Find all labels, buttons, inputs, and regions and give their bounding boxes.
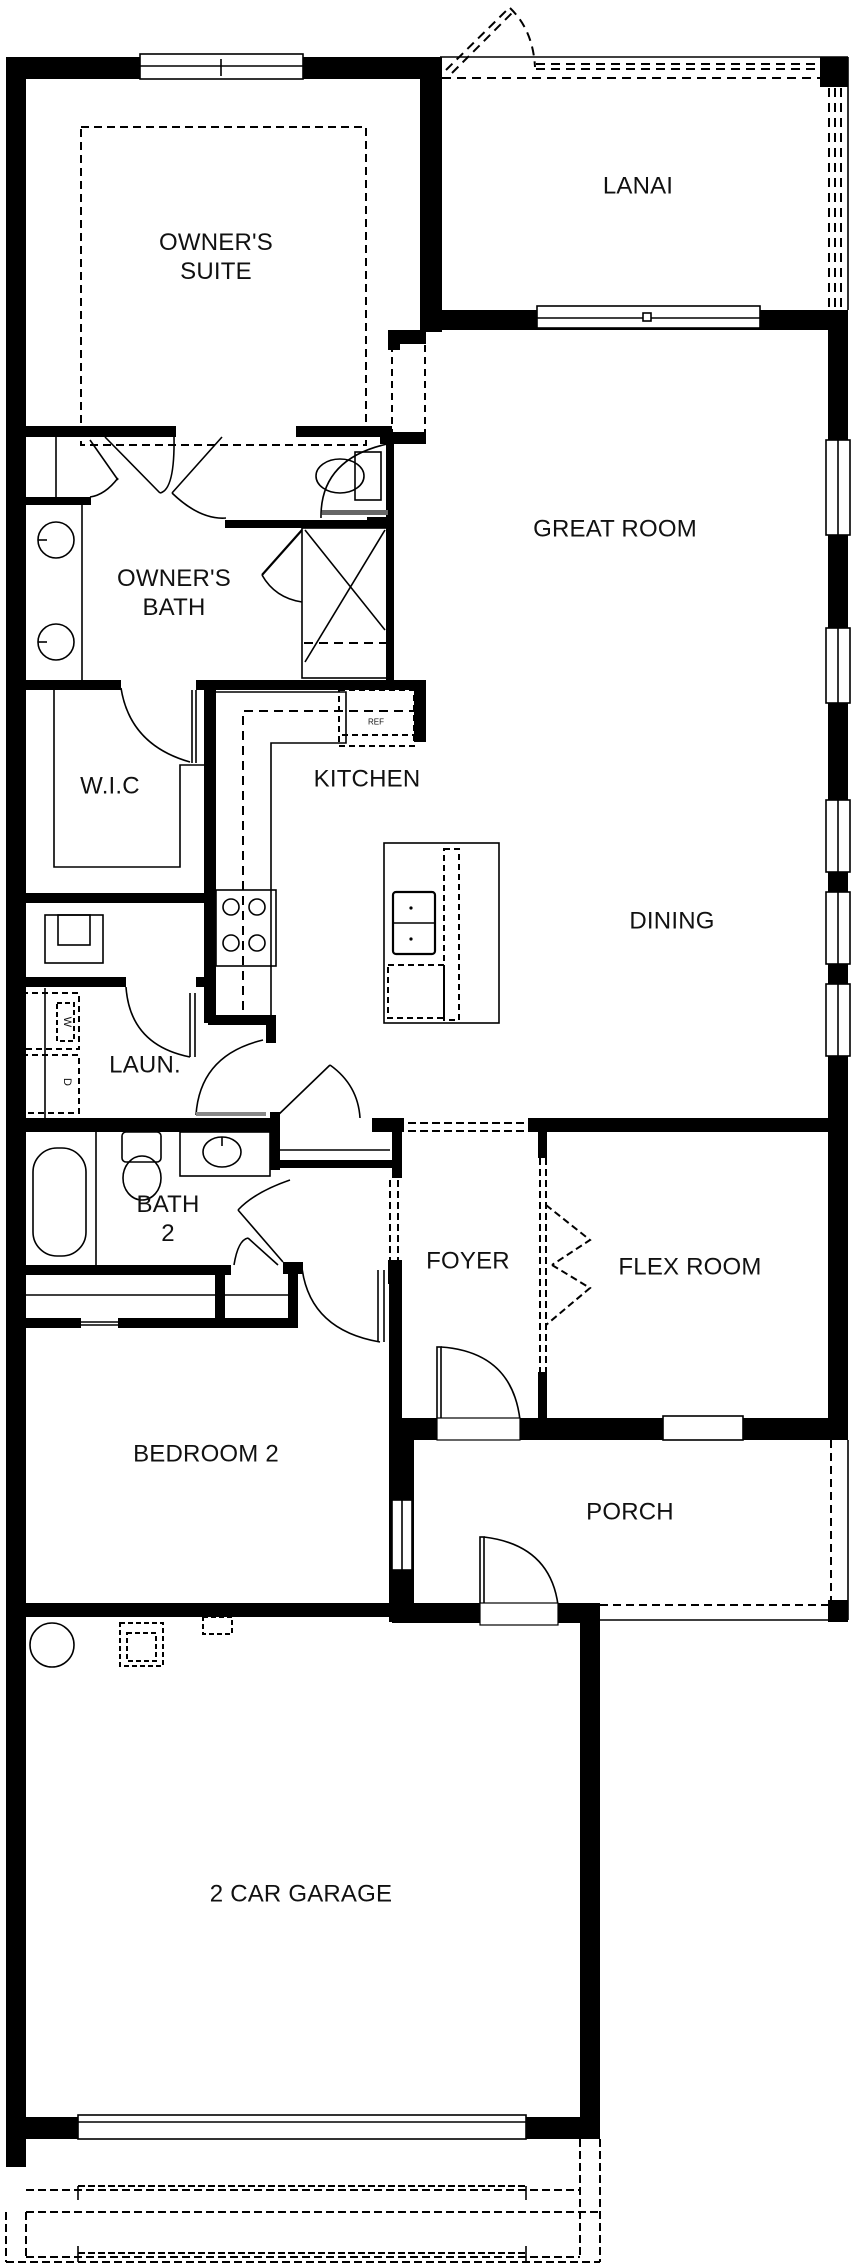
owners-bath-label-line1: OWNER'S — [117, 565, 231, 593]
room-label-great-room: GREAT ROOM — [533, 515, 697, 543]
room-label-laundry: LAUN. — [109, 1051, 181, 1079]
room-label-wic: W.I.C — [80, 772, 140, 800]
garage-fixtures — [5, 1616, 601, 2263]
laundry-fixtures — [21, 914, 196, 1118]
room-label-owners-bath: OWNER'S BATH — [117, 565, 231, 623]
foyer-fixtures — [436, 1158, 592, 1441]
room-label-foyer: FOYER — [426, 1247, 510, 1275]
owners-bath-fixtures — [37, 435, 388, 763]
room-label-porch: PORCH — [586, 1498, 674, 1526]
room-label-flex-room: FLEX ROOM — [618, 1253, 762, 1281]
refrigerator-tag: REF — [368, 717, 384, 727]
room-label-dining: DINING — [629, 907, 715, 935]
room-label-owners-suite: OWNER'S SUITE — [159, 229, 273, 287]
dryer-tag: D — [61, 1078, 73, 1086]
washer-tag: W — [61, 1016, 73, 1028]
room-label-bath2: BATH 2 — [136, 1191, 199, 1249]
room-label-lanai: LANAI — [602, 172, 674, 200]
owners-suite-label-line1: OWNER'S — [159, 229, 273, 257]
owners-bath-label-line2: BATH — [142, 594, 206, 621]
owners-suite-label-line2: SUITE — [180, 258, 252, 285]
room-label-garage: 2 CAR GARAGE — [209, 1880, 393, 1908]
bath2-label-line2: 2 — [161, 1220, 175, 1247]
owners-suite-fixtures — [80, 126, 426, 519]
lanai-screen — [440, 7, 849, 310]
wic-shelving — [53, 690, 205, 868]
room-label-kitchen: KITCHEN — [313, 765, 421, 793]
room-label-bedroom2: BEDROOM 2 — [133, 1440, 279, 1468]
bath2-label-line1: BATH — [136, 1191, 200, 1219]
windows — [77, 53, 851, 2140]
kitchen-fixtures — [195, 689, 528, 1132]
exterior-walls — [6, 57, 848, 2167]
bath2-fixtures — [26, 1131, 399, 1343]
porch-fixtures — [479, 1440, 849, 1626]
